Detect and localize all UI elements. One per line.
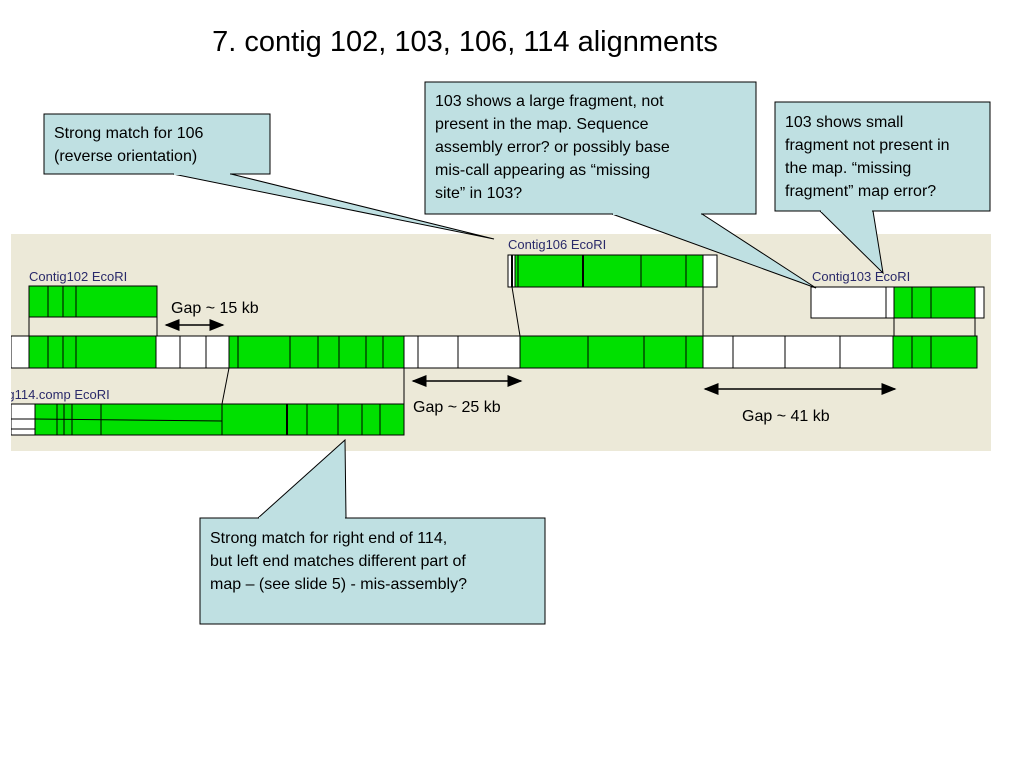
svg-text:Strong match for right end of: Strong match for right end of 114, but l… — [210, 530, 470, 593]
svg-text:103 shows a large fragment, no: 103 shows a large fragment, not present … — [435, 93, 674, 202]
callout-line: map – (see slide 5) - mis-assembly? — [210, 576, 467, 593]
callout-line: Strong match for right end of 114, — [210, 530, 447, 547]
callout-line: fragment” map error? — [785, 183, 936, 200]
callout-large-fragment-103: 103 shows a large fragment, not present … — [424, 81, 817, 289]
callout-line: mis-call appearing as “missing — [435, 162, 650, 179]
callout-line: but left end matches different part of — [210, 553, 466, 570]
callout-line: fragment not present in — [785, 137, 950, 154]
gap41-label: Gap ~ 41 kb — [742, 408, 830, 425]
svg-text:103 shows small fragment: 103 shows small fragment not present in … — [785, 114, 954, 200]
callout-line: Strong match for 106 — [54, 125, 204, 142]
gap25-label: Gap ~ 25 kb — [413, 399, 501, 416]
callout-mis-assembly-114: Strong match for right end of 114, but l… — [199, 438, 546, 625]
gap15-label: Gap ~ 15 kb — [171, 300, 259, 317]
callout-line: the map. “missing — [785, 160, 911, 177]
callout-line: assembly error? or possibly base — [435, 139, 670, 156]
callout-line: site” in 103? — [435, 185, 522, 202]
callout-small-fragment-103: 103 shows small fragment not present in … — [774, 101, 991, 275]
contig103-label: Contig103 EcoRI — [812, 269, 910, 284]
reference-map-track — [11, 335, 978, 369]
callout-line: present in the map. Sequence — [435, 116, 649, 133]
contig102-label: Contig102 EcoRI — [29, 269, 127, 284]
callout-line: 103 shows a large fragment, not — [435, 93, 664, 110]
svg-text:Strong match for 106 (re: Strong match for 106 (reverse orientatio… — [54, 125, 208, 165]
callout-line: 103 shows small — [785, 114, 903, 131]
contig106-label: Contig106 EcoRI — [508, 237, 606, 252]
contig103-track — [810, 286, 985, 319]
contig106-track — [507, 254, 718, 288]
alignment-connectors — [28, 286, 976, 422]
contig102-track — [28, 285, 158, 318]
callout-strong-match-106: Strong match for 106 (reverse orientatio… — [43, 113, 495, 240]
contig114-label: Contig114.comp EcoRI — [0, 387, 110, 402]
slide-title: 7. contig 102, 103, 106, 114 alignments — [212, 26, 718, 58]
callout-line: (reverse orientation) — [54, 148, 197, 165]
